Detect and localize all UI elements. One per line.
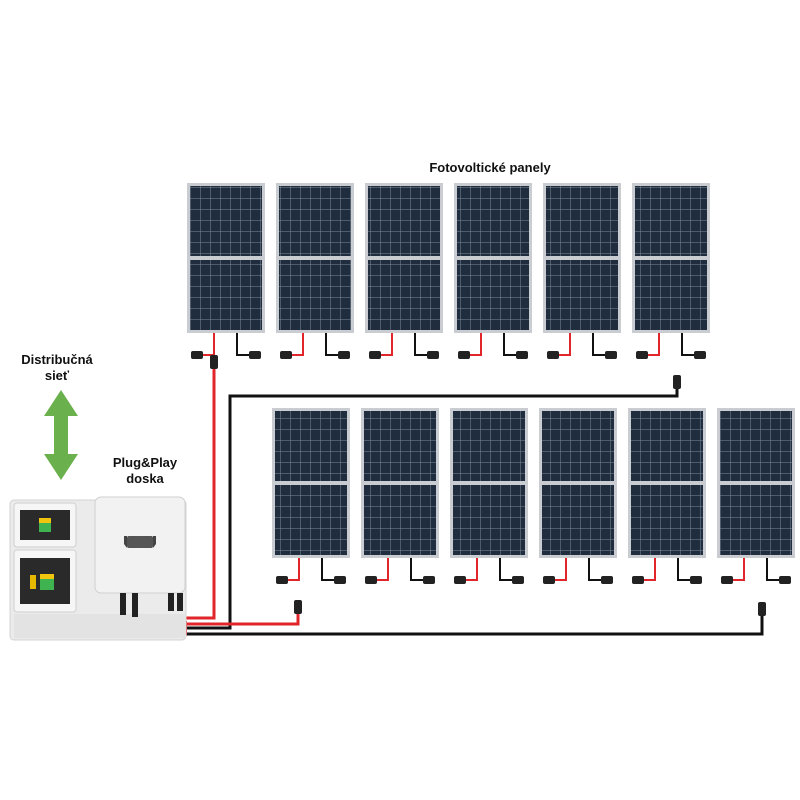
solar-panel bbox=[365, 183, 443, 333]
grid-label-line2: sieť bbox=[44, 368, 70, 383]
lower-positive-cable bbox=[186, 610, 300, 626]
mc4-connector-icon bbox=[721, 558, 791, 584]
solar-panel bbox=[276, 183, 354, 333]
mc4-connector-icon bbox=[673, 375, 681, 389]
mc4-connector-icon bbox=[191, 333, 261, 359]
upper-positive-cable bbox=[186, 365, 216, 620]
board-label-line2: doska bbox=[126, 471, 164, 486]
panels-layer bbox=[187, 183, 795, 558]
inverter-icon bbox=[94, 496, 186, 617]
lower-negative-cable bbox=[186, 612, 764, 636]
solar-panel bbox=[454, 183, 532, 333]
solar-panel bbox=[187, 183, 265, 333]
mc4-connector-icon bbox=[458, 333, 528, 359]
mc4-connector-icon bbox=[636, 333, 706, 359]
connectors-layer bbox=[191, 333, 791, 616]
mc4-connector-icon bbox=[543, 558, 613, 584]
solar-panel bbox=[450, 408, 528, 558]
solar-panel bbox=[632, 183, 710, 333]
double-arrow-vertical-icon bbox=[44, 390, 78, 480]
panels-title: Fotovoltické panely bbox=[429, 160, 551, 175]
grid-label: Distribučná sieť bbox=[12, 352, 102, 384]
upper-negative-cable bbox=[186, 385, 679, 630]
solar-panel bbox=[543, 183, 621, 333]
solar-panel bbox=[717, 408, 795, 558]
solar-panel bbox=[539, 408, 617, 558]
mc4-connector-icon bbox=[280, 333, 350, 359]
mc4-connector-icon bbox=[632, 558, 702, 584]
board-label-line1: Plug&Play bbox=[112, 455, 178, 470]
mc4-connector-icon bbox=[210, 355, 218, 369]
mc4-connector-icon bbox=[547, 333, 617, 359]
mc4-connector-icon bbox=[276, 558, 346, 584]
grid-label-line1: Distribučná bbox=[21, 352, 93, 367]
mc4-connector-icon bbox=[454, 558, 524, 584]
cables bbox=[185, 365, 764, 636]
solar-panel bbox=[628, 408, 706, 558]
board-label: Plug&Play doska bbox=[100, 455, 190, 487]
mc4-connector-icon bbox=[294, 600, 302, 614]
mc4-connector-icon bbox=[369, 333, 439, 359]
mc4-connector-icon bbox=[365, 558, 435, 584]
mc4-connector-icon bbox=[758, 602, 766, 616]
solar-panel bbox=[361, 408, 439, 558]
solar-panel bbox=[272, 408, 350, 558]
